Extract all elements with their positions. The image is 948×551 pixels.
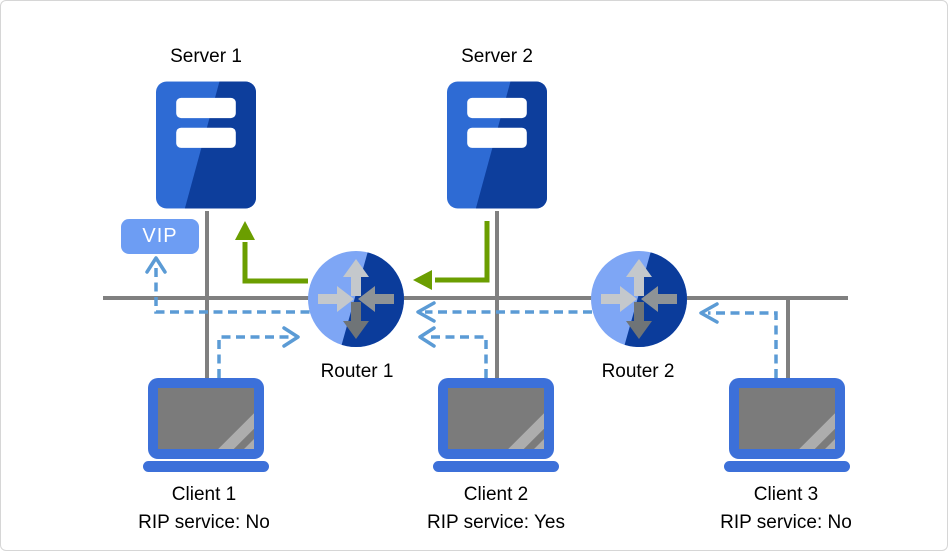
server-icon: [447, 81, 547, 209]
router2-label: Router 2: [601, 361, 675, 382]
client3-node: [724, 378, 850, 473]
client2-node: [433, 378, 559, 473]
router2-node: [591, 251, 687, 347]
server-icon: [156, 81, 256, 209]
laptop-icon: [433, 378, 559, 472]
dashed-client1-to-router1: [217, 335, 291, 378]
green-arrowhead-up-icon: [235, 221, 255, 240]
dashed-client2-to-router1: [427, 335, 488, 378]
blue-arrowhead-left-icon: [418, 326, 436, 348]
dashed-client3-to-router2: [708, 311, 778, 378]
router1-node: [308, 251, 404, 347]
green-flow-router1-to-server1: [242, 242, 308, 284]
vip-badge-label: VIP: [142, 225, 178, 247]
client2-label: Client 2: [463, 484, 529, 505]
client2-rip-status: RIP service: Yes: [426, 512, 566, 533]
client3-label: Client 3: [753, 484, 819, 505]
client1-label: Client 1: [171, 484, 237, 505]
blue-arrowhead-up-icon: [145, 256, 167, 274]
blue-arrowhead-left-icon: [416, 301, 436, 323]
router-icon: [591, 251, 687, 347]
blue-arrowhead-right-icon: [282, 326, 300, 348]
vip-badge: VIP: [121, 219, 199, 254]
server2-label: Server 2: [461, 46, 533, 67]
dashed-router1-to-vip: [154, 263, 353, 314]
client1-rip-status: RIP service: No: [138, 512, 270, 533]
router1-label: Router 1: [320, 361, 394, 382]
laptop-icon: [724, 378, 850, 472]
router-icon: [308, 251, 404, 347]
client1-node: [143, 378, 269, 473]
blue-arrowhead-left-icon: [699, 302, 719, 324]
green-flow-server2-to-router1: [435, 221, 490, 283]
server1-node: [156, 79, 256, 211]
green-arrowhead-left-icon: [413, 270, 432, 290]
server2-node: [447, 79, 547, 211]
laptop-icon: [143, 378, 269, 472]
client3-rip-status: RIP service: No: [720, 512, 852, 533]
server1-label: Server 1: [170, 46, 242, 67]
